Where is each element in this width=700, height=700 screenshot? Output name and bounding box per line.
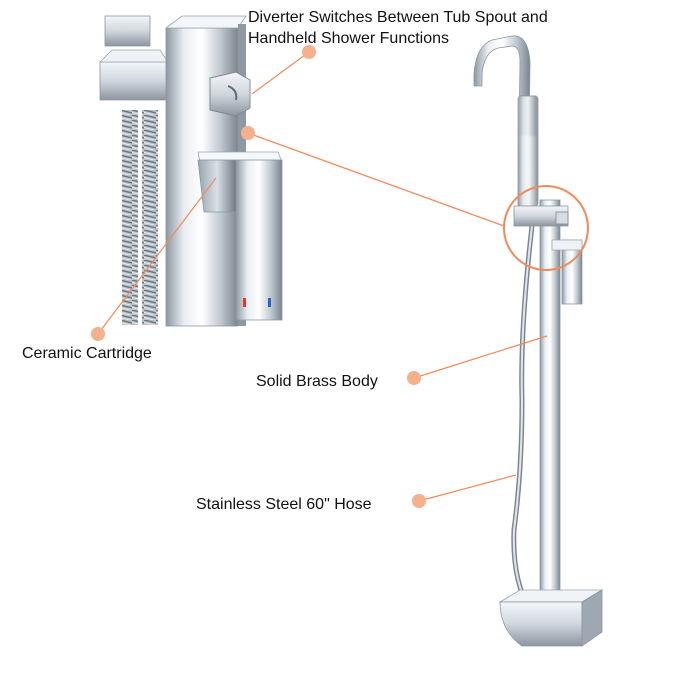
closeup-cartridge-handle bbox=[235, 159, 283, 321]
callout-line-diverter bbox=[251, 51, 310, 95]
closeup-hose-left bbox=[122, 110, 138, 325]
faucet-base-side bbox=[581, 589, 603, 647]
faucet-diverter-knob bbox=[555, 211, 569, 225]
callout-dot-circle bbox=[241, 126, 255, 140]
label-solid-brass-body: Solid Brass Body bbox=[256, 373, 378, 390]
closeup-holder-clamp bbox=[99, 61, 169, 101]
callout-dot-ceramic bbox=[91, 327, 105, 341]
label-diverter: Diverter Switches Between Tub Spout and … bbox=[248, 7, 548, 49]
closeup-body-top bbox=[164, 15, 247, 29]
diverter-highlight-circle bbox=[503, 185, 589, 271]
callout-line-brass bbox=[413, 335, 548, 379]
label-diverter-line1: Diverter Switches Between Tub Spout and bbox=[248, 9, 548, 26]
closeup-hose-right bbox=[142, 110, 158, 325]
closeup-holder-ring bbox=[99, 49, 169, 63]
label-ceramic-cartridge: Ceramic Cartridge bbox=[22, 345, 152, 362]
closeup-top-block bbox=[104, 15, 151, 47]
faucet-full bbox=[473, 35, 604, 647]
faucet-hose bbox=[511, 225, 535, 612]
faucet-base-front bbox=[499, 601, 583, 647]
callout-line-circle bbox=[247, 132, 505, 227]
callout-dot-hose bbox=[412, 494, 426, 508]
closeup-cartridge-front bbox=[197, 159, 237, 213]
closeup-diverter-knob bbox=[209, 71, 251, 117]
label-diverter-line2: Handheld Shower Functions bbox=[248, 30, 450, 47]
valve-closeup bbox=[99, 15, 283, 327]
callout-dot-brass bbox=[407, 371, 421, 385]
cold-indicator bbox=[268, 298, 271, 307]
callout-dot-diverter bbox=[302, 45, 316, 59]
faucet-post bbox=[539, 199, 561, 601]
closeup-diverter-lever bbox=[227, 85, 238, 101]
callout-line-ceramic bbox=[97, 177, 217, 335]
callout-line-hose bbox=[418, 474, 517, 502]
label-stainless-hose: Stainless Steel 60" Hose bbox=[196, 496, 372, 513]
callouts bbox=[91, 45, 548, 508]
hot-indicator bbox=[243, 298, 246, 307]
